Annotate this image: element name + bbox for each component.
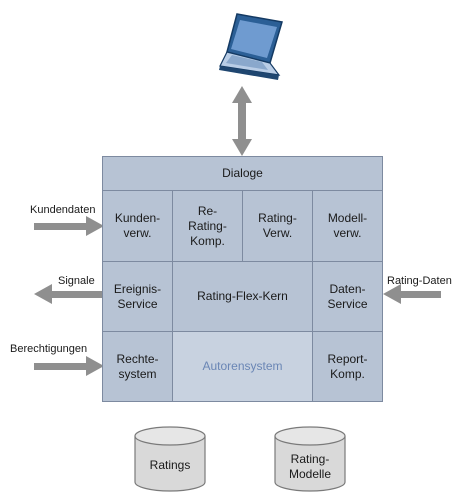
report-komponente-box: Report- Komp. [312, 331, 383, 402]
signale-label: Signale [58, 275, 95, 287]
dialoge-box: Dialoge [102, 156, 383, 191]
rating-modelle-database-label: Rating- Modelle [288, 452, 332, 481]
re-rating-komponente-box: Re- Rating- Komp. [172, 190, 243, 262]
berechtigungen-arrow [34, 356, 104, 376]
ratings-database-label: Ratings [149, 458, 191, 472]
rechtesystem-box: Rechte- system [102, 331, 173, 402]
signale-arrow [34, 284, 102, 304]
rating-modelle-database-icon [274, 426, 346, 492]
kundenverwaltung-box: Kunden- verw. [102, 190, 173, 262]
ereignis-service-box: Ereignis- Service [102, 261, 173, 332]
laptop-icon [219, 13, 283, 80]
client-connector-arrow [232, 86, 252, 156]
rating-daten-arrow [383, 284, 441, 304]
rating-flex-kern-box: Rating-Flex-Kern [172, 261, 313, 332]
autorensystem-box: Autorensystem [172, 331, 313, 402]
berechtigungen-label: Berechtigungen [10, 343, 88, 355]
rating-daten-label: Rating-Daten [387, 275, 452, 287]
daten-service-box: Daten- Service [312, 261, 383, 332]
rating-verwaltung-box: Rating- Verw. [242, 190, 313, 262]
kundendaten-label: Kundendaten [30, 204, 96, 216]
ratings-database-icon [134, 426, 206, 492]
kundendaten-arrow [34, 216, 104, 236]
modellverwaltung-box: Modell- verw. [312, 190, 383, 262]
